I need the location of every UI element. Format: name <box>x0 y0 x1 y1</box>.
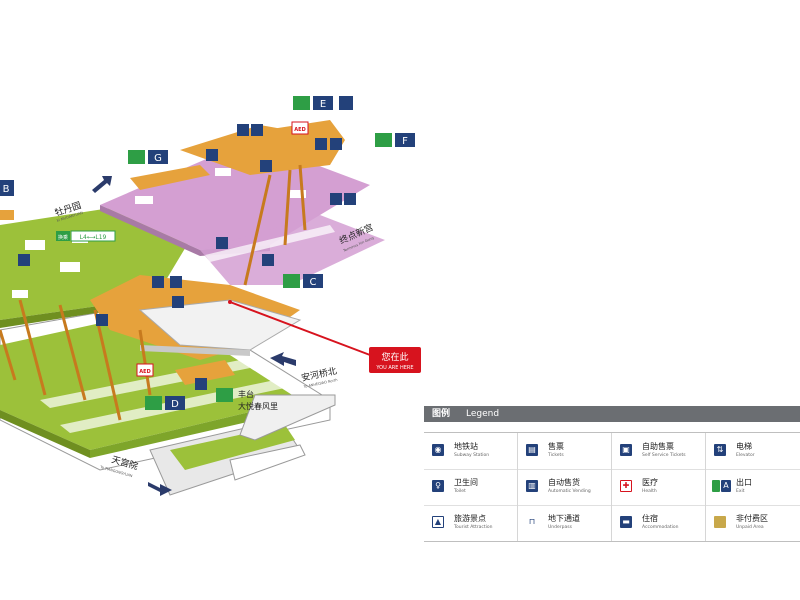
transfer-lines: L4⟷L19 <box>80 234 107 241</box>
accommodation-icon: ▬ <box>620 516 632 528</box>
toilet-icon: ♀ <box>432 480 444 492</box>
arrow-mudanyuan <box>92 176 112 193</box>
lower-platform-level <box>0 299 336 496</box>
legend-item-self-tickets: ▣ 自助售票 Self Service Tickets <box>612 433 706 469</box>
legend-item-health: ✚ 医疗 Health <box>612 469 706 505</box>
legend-item-attraction: ▲ 旅游景点 Tourist Attraction <box>424 505 518 541</box>
label-nearby-2: 大悦春风里 <box>238 401 278 411</box>
exit-D-letter: D <box>171 399 179 410</box>
exit-sign-B: B <box>0 180 14 220</box>
exit-F-letter: F <box>402 136 408 147</box>
legend-item-underpass: ⊓ 地下通道 Underpass <box>518 505 612 541</box>
legend-grid: ◉ 地铁站 Subway Station ▤ 售票 Tickets ▣ 自助售票… <box>424 432 800 542</box>
legend: 图例 Legend ◉ 地铁站 Subway Station ▤ 售票 Tick… <box>424 406 800 542</box>
legend-item-unpaid-area: 非付费区 Unpaid Area <box>706 505 800 541</box>
legend-title-en: Legend <box>466 409 500 419</box>
aed-marker-top: AED <box>291 121 309 135</box>
exit-sign-F: F <box>375 133 415 147</box>
underpass-icon: ⊓ <box>526 516 538 528</box>
self-ticket-icon: ▣ <box>620 444 632 456</box>
you-are-here-zh: 您在此 <box>381 351 408 363</box>
legend-item-tickets: ▤ 售票 Tickets <box>518 433 612 469</box>
label-nearby-1: 丰台 <box>238 389 254 399</box>
exit-G-letter: G <box>154 153 162 164</box>
legend-item-vending: ▥ 自动售货 Automatic Vending <box>518 469 612 505</box>
exit-sign-nearby <box>216 388 233 402</box>
exit-sign-D: D <box>145 396 185 410</box>
legend-item-subway: ◉ 地铁站 Subway Station <box>424 433 518 469</box>
exit-sign-E: E <box>293 96 353 110</box>
exit-C-letter: C <box>310 277 317 288</box>
legend-item-accommodation: ▬ 住宿 Accommodation <box>612 505 706 541</box>
you-are-here-marker: 您在此 YOU ARE HERE <box>228 300 421 373</box>
arrow-tiangong <box>148 482 172 496</box>
unpaid-area-icon <box>714 516 726 528</box>
stair-columns <box>0 299 152 421</box>
exit-sign-C: C <box>283 274 323 288</box>
you-are-here-en: YOU ARE HERE <box>375 365 413 371</box>
exit-B-letter: B <box>3 184 10 195</box>
legend-item-toilet: ♀ 卫生间 Toilet <box>424 469 518 505</box>
ticket-icon: ▤ <box>526 444 538 456</box>
legend-item-elevator: ⇅ 电梯 Elevator <box>706 433 800 469</box>
transfer-badge: 换乘 L4⟷L19 <box>56 230 116 242</box>
exit-icon-green <box>712 480 720 492</box>
exit-icon: A <box>721 480 731 492</box>
elevator-icon: ⇅ <box>714 444 726 456</box>
svg-text:AED: AED <box>139 369 150 375</box>
vending-icon: ▥ <box>526 480 538 492</box>
health-icon: ✚ <box>620 480 632 492</box>
legend-title-zh: 图例 <box>432 409 451 419</box>
legend-item-exit: A 出口 Exit <box>706 469 800 505</box>
facility-icons <box>18 124 356 390</box>
label-anhe-en: To ANHEQIAO North <box>302 378 337 389</box>
attraction-icon: ▲ <box>432 516 444 528</box>
aed-marker-lower: AED <box>136 363 154 377</box>
exit-sign-G: G <box>128 150 168 164</box>
svg-text:AED: AED <box>294 127 305 133</box>
orange-upper-concourse <box>130 120 345 286</box>
svg-text:换乘: 换乘 <box>58 234 68 241</box>
legend-header: 图例 Legend <box>424 406 800 422</box>
subway-icon: ◉ <box>432 444 444 456</box>
exit-E-letter: E <box>320 99 326 110</box>
arrow-anhe <box>270 352 296 366</box>
